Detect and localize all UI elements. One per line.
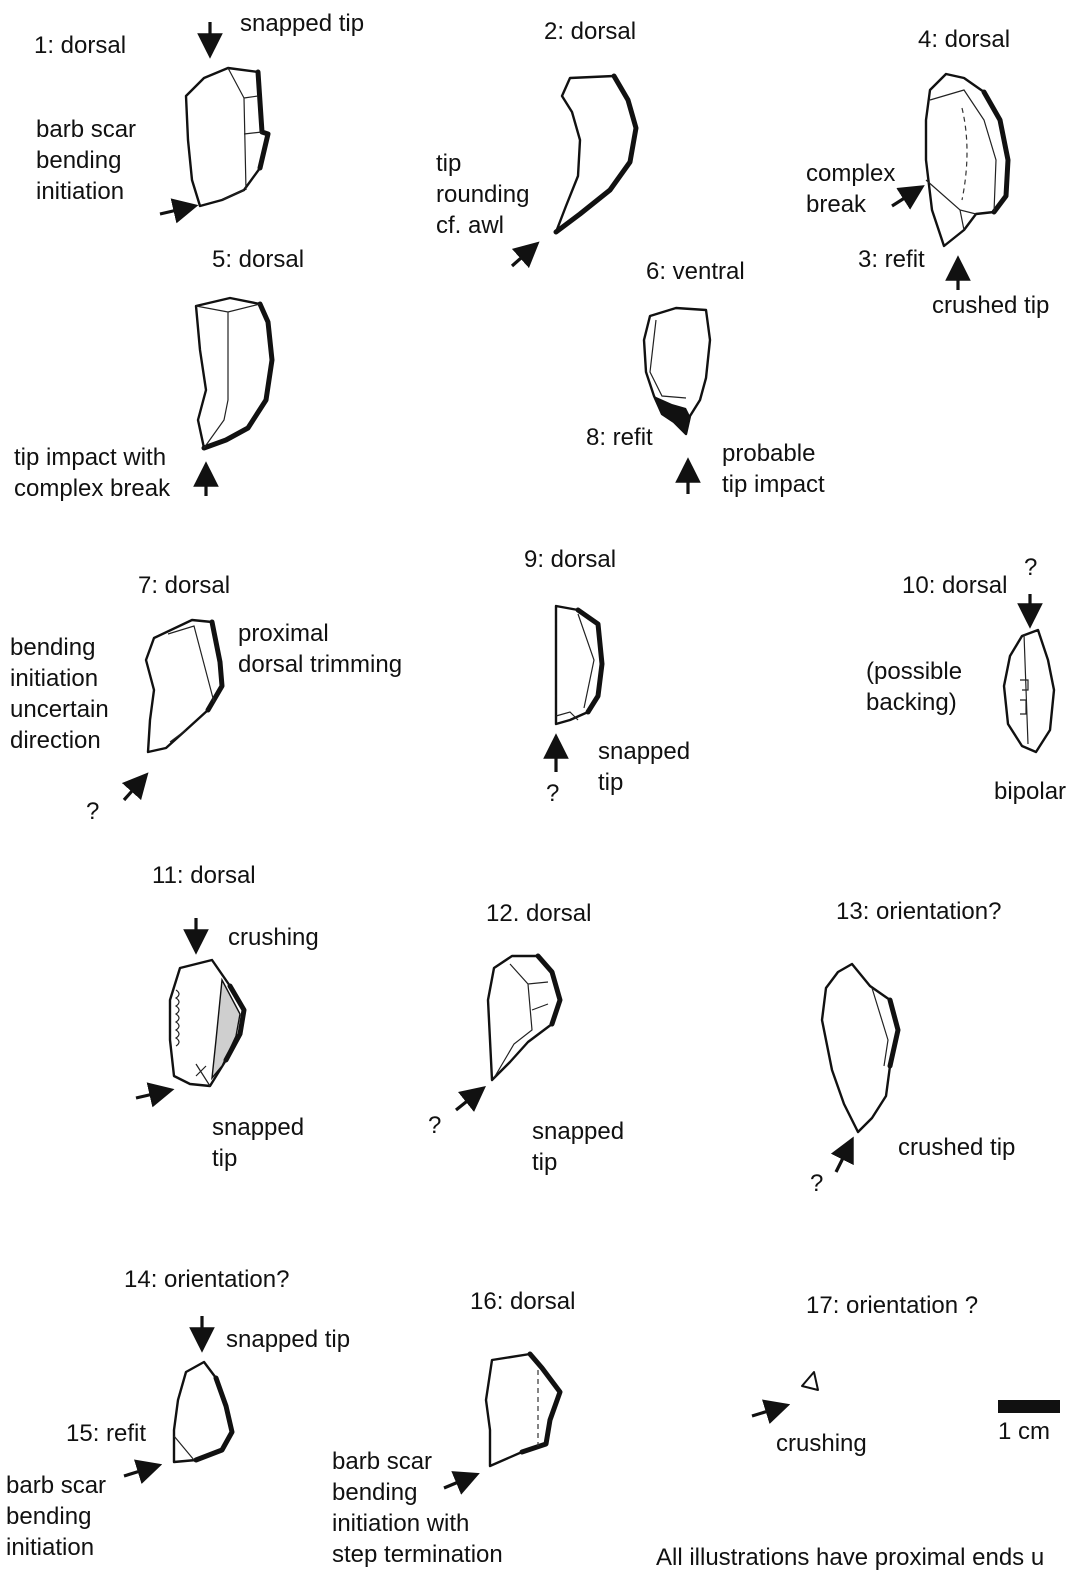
artifact-4-label: 4: dorsal (918, 26, 1011, 53)
artifact-13-label: 13: orientation? (836, 898, 1002, 925)
artifact-14-snapped-tip-note: snapped tip (226, 1326, 351, 1353)
artifact-1-label: 1: dorsal (34, 32, 127, 59)
artifact-9-drawing (543, 604, 605, 772)
artifact-10-bipolar-note: bipolar (994, 778, 1067, 805)
artifact-12-snapped-tip-note: snapped tip (532, 1118, 625, 1176)
artifact-10-drawing (1002, 594, 1056, 754)
artifact-6-drawing (642, 306, 712, 494)
artifact-6-label: 6: ventral (646, 258, 745, 285)
artifact-13-question-mark: ? (810, 1170, 824, 1197)
artifact-17-crushing-note: crushing (776, 1430, 867, 1457)
arrow-icon (443, 1471, 480, 1495)
artifact-10-label: 10: dorsal (902, 572, 1008, 599)
scale-bar (998, 1400, 1060, 1413)
artifact-2-tip-note: tip rounding cf. awl (436, 150, 530, 239)
artifact-17-drawing (751, 1371, 819, 1424)
scale-bar-label: 1 cm (998, 1418, 1051, 1445)
artifact-13-drawing (820, 962, 901, 1173)
arrow-icon (121, 772, 149, 802)
artifact-3-refit-label: 3: refit (858, 246, 925, 273)
artifact-11-crushing-note: crushing (228, 924, 319, 951)
artifact-14-drawing (123, 1316, 235, 1484)
artifact-8-refit-label: 8: refit (586, 424, 653, 451)
artifact-7-proximal-trimming-note: proximal dorsal trimming (238, 620, 403, 678)
artifact-3-crushed-tip-note: crushed tip (932, 292, 1050, 319)
arrow-icon (159, 198, 199, 224)
artifact-1-barb-scar-note: barb scar bending initiation (36, 116, 137, 205)
artifact-7-drawing (121, 618, 225, 802)
artifact-16-label: 16: dorsal (470, 1288, 576, 1315)
arrow-icon (891, 185, 925, 210)
artifact-7-bending-note: bending initiation uncertain direction (10, 634, 109, 754)
artifact-15-barb-scar-note: barb scar bending initiation (6, 1472, 107, 1561)
artifact-10-question-mark: ? (1024, 554, 1038, 581)
artifact-11-drawing (135, 918, 247, 1108)
arrow-icon (123, 1459, 163, 1484)
artifact-7-question-mark: ? (86, 798, 100, 825)
arrow-icon (510, 241, 540, 269)
artifact-11-label: 11: dorsal (152, 862, 256, 889)
arrow-icon (751, 1399, 791, 1424)
artifact-7-label: 7: dorsal (138, 572, 231, 599)
artifact-1-drawing (159, 22, 271, 224)
artifact-16-barb-scar-note: barb scar bending initiation with step t… (332, 1448, 503, 1568)
artifact-17-label: 17: orientation ? (806, 1292, 979, 1319)
arrow-icon (830, 1136, 854, 1173)
artifact-8-probable-tip-impact-note: probable tip impact (722, 440, 825, 498)
artifact-12-label: 12. dorsal (486, 900, 592, 927)
artifact-12-question-mark: ? (428, 1112, 442, 1139)
artifact-4-complex-break-note: complex break (806, 160, 896, 218)
artifact-11-snapped-tip-note: snapped tip (212, 1114, 305, 1172)
artifact-5-tip-impact-note: tip impact with complex break (14, 444, 171, 502)
artifact-9-snapped-tip-note: snapped tip (598, 738, 691, 796)
artifact-2-label: 2: dorsal (544, 18, 637, 45)
artifact-12-drawing (455, 953, 563, 1112)
artifact-9-label: 9: dorsal (524, 546, 617, 573)
artifact-14-label: 14: orientation? (124, 1266, 290, 1293)
artifact-13-crushed-tip-note: crushed tip (898, 1134, 1016, 1161)
artifact-5-label: 5: dorsal (212, 246, 305, 273)
artifact-10-backing-note: (possible backing) (866, 658, 963, 716)
arrow-icon (135, 1082, 175, 1108)
artifact-9-question-mark: ? (546, 780, 560, 807)
artifact-5-drawing (193, 296, 275, 496)
artifact-16-drawing (443, 1351, 563, 1495)
artifact-4-drawing (891, 72, 1011, 290)
artifact-2-drawing (510, 73, 639, 269)
artifact-15-refit-label: 15: refit (66, 1420, 147, 1447)
footer-note: All illustrations have proximal ends u (656, 1544, 1045, 1571)
arrow-icon (455, 1086, 486, 1112)
artifact-1-snapped-tip-note: snapped tip (240, 10, 365, 37)
